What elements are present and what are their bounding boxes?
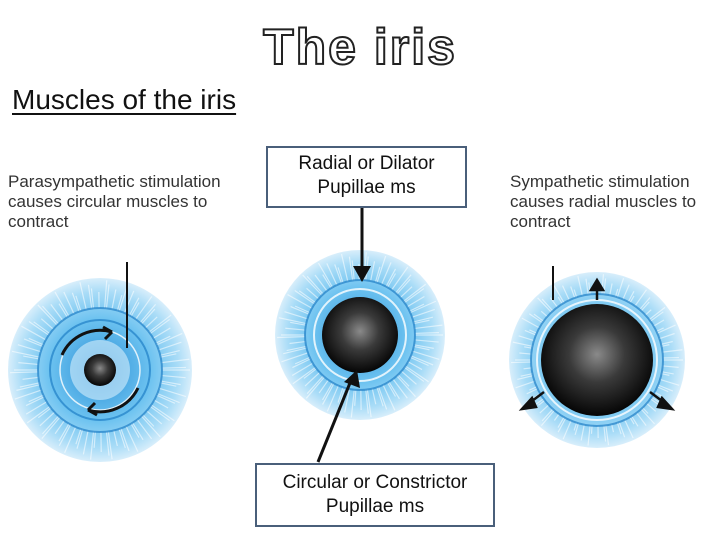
left-pupil — [84, 354, 116, 386]
radial-muscle-label: Radial or Dilator Pupillae ms — [266, 146, 467, 208]
radial-label-arrow — [353, 208, 371, 282]
circular-muscle-label: Circular or Constrictor Pupillae ms — [255, 463, 495, 527]
curved-arrow-icon — [87, 387, 140, 414]
parasympathetic-caption: Parasympathetic stimulation causes circu… — [8, 172, 221, 231]
left-iris — [8, 262, 192, 462]
right-iris — [509, 266, 685, 448]
middle-iris — [275, 250, 445, 420]
slide-title: The iris — [262, 18, 457, 76]
right-pupil — [541, 304, 653, 416]
middle-pupil — [322, 297, 398, 373]
curved-arrow-icon — [60, 328, 113, 356]
radial-arrow-icon — [518, 277, 676, 411]
sympathetic-caption: Sympathetic stimulation causes radial mu… — [510, 172, 697, 231]
slide-subtitle: Muscles of the iris — [12, 84, 237, 115]
circular-label-arrow — [316, 370, 360, 463]
